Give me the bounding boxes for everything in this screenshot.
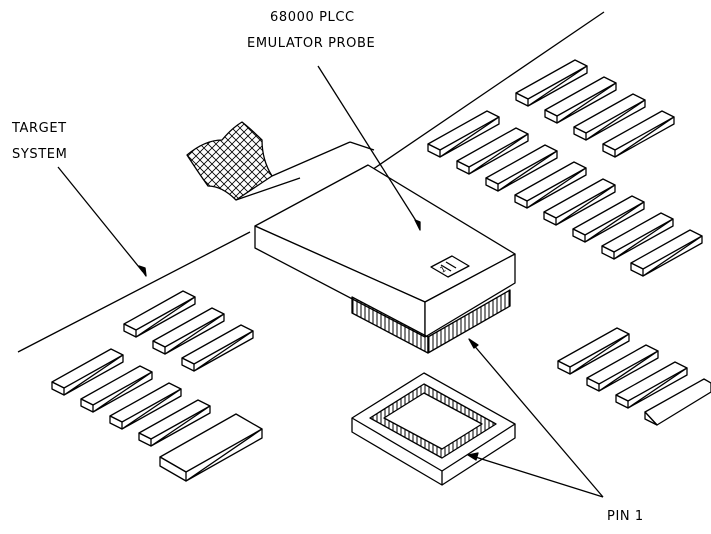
pin1-label: PIN 1	[607, 509, 644, 524]
target-label-line1: TARGET	[12, 121, 67, 136]
board-edge	[17, 11, 605, 353]
ic-chip	[51, 348, 124, 396]
ic-chip	[514, 161, 587, 209]
target-label-line2: SYSTEM	[12, 147, 68, 162]
ic-chip	[557, 327, 630, 375]
ic-chips-left	[51, 290, 263, 482]
ic-chip	[485, 144, 558, 192]
ic-chip	[123, 290, 196, 338]
probe-pin-array	[351, 289, 511, 354]
leader-lines	[57, 65, 604, 498]
ic-chip	[515, 59, 588, 107]
ic-chip	[543, 178, 616, 226]
probe-title-line1: 68000 PLCC	[270, 10, 355, 25]
ic-chip	[427, 110, 500, 158]
probe-title-line2: EMULATOR PROBE	[247, 36, 376, 51]
probe-pin1-mark: 1	[439, 264, 448, 274]
ic-chip	[544, 76, 617, 124]
plcc-socket	[351, 372, 516, 486]
ic-chip	[572, 195, 645, 243]
ic-chip	[573, 93, 646, 141]
ic-chips-right	[557, 327, 711, 426]
ic-chip	[602, 110, 675, 158]
ic-chip	[109, 382, 182, 430]
ic-chip	[630, 229, 703, 277]
emulator-probe-body	[254, 164, 516, 338]
ic-chip	[138, 399, 211, 447]
ic-chip	[456, 127, 529, 175]
ic-chip	[181, 324, 254, 372]
pin1-window	[430, 255, 470, 278]
ic-chip-large	[159, 413, 263, 482]
ic-chip	[586, 344, 659, 392]
ic-chip	[615, 361, 688, 409]
ic-chips-top-right	[427, 59, 703, 277]
ic-chip	[80, 365, 153, 413]
ic-chip	[601, 212, 674, 260]
ic-chip	[152, 307, 225, 355]
ic-chip	[644, 378, 711, 426]
